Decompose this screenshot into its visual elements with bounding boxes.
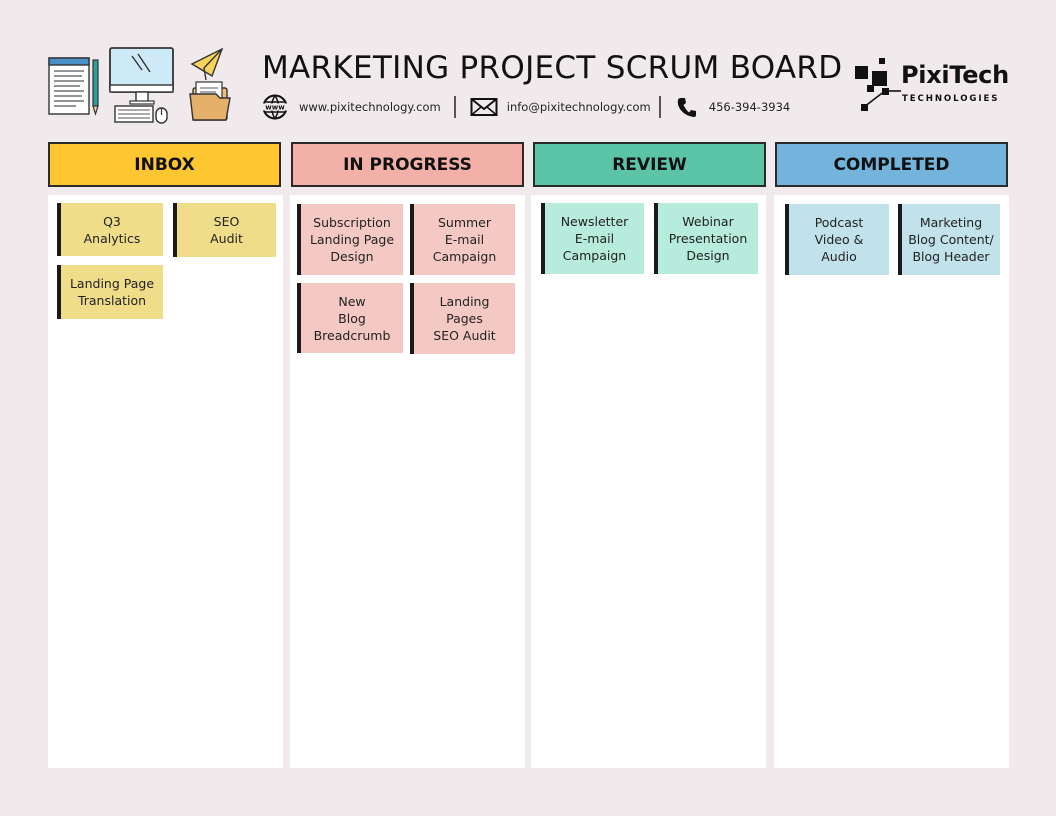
task-card[interactable]: New Blog Breadcrumb	[297, 283, 403, 353]
column-completed: Podcast Video & Audio Marketing Blog Con…	[774, 195, 1009, 768]
task-card[interactable]: Q3 Analytics	[57, 203, 163, 256]
logo-subtitle: TECHNOLOGIES	[902, 94, 1000, 104]
divider	[658, 96, 661, 118]
folder-icon	[189, 81, 231, 121]
pixitech-logo: PixiTech TECHNOLOGIES	[855, 56, 1010, 114]
phone-number[interactable]: 456-394-3934	[708, 100, 791, 114]
task-card[interactable]: Summer E-mail Campaign	[410, 204, 515, 275]
column-header-completed[interactable]: COMPLETED	[775, 142, 1008, 187]
task-card[interactable]: Podcast Video & Audio	[785, 204, 889, 275]
task-card[interactable]: Subscription Landing Page Design	[297, 204, 403, 275]
svg-text:www: www	[265, 104, 285, 112]
logo-name: PixiTech	[901, 61, 1009, 89]
email-contact: info@pixitechnology.com	[470, 97, 651, 117]
column-in-progress: Subscription Landing Page Design Summer …	[290, 195, 525, 768]
column-header-in-progress[interactable]: IN PROGRESS	[291, 142, 524, 187]
column-header-review[interactable]: REVIEW	[533, 142, 766, 187]
task-card[interactable]: Webinar Presentation Design	[654, 203, 758, 274]
page-title: MARKETING PROJECT SCRUM BOARD	[262, 50, 843, 86]
contact-bar: www www.pixitechnology.com info@pixitech…	[261, 94, 790, 120]
office-illustration	[48, 47, 231, 124]
column-header-inbox[interactable]: INBOX	[48, 142, 281, 187]
phone-icon	[677, 98, 696, 117]
envelope-icon	[470, 98, 498, 116]
globe-icon: www	[262, 94, 288, 120]
computer-icon	[109, 47, 174, 124]
paper-plane-icon	[190, 47, 224, 81]
website-link[interactable]: www.pixitechnology.com	[299, 100, 441, 114]
task-card[interactable]: SEO Audit	[173, 203, 276, 257]
divider	[453, 96, 456, 118]
pencil-icon	[92, 59, 99, 117]
website-contact: www www.pixitechnology.com	[261, 94, 441, 120]
task-card[interactable]: Newsletter E-mail Campaign	[541, 203, 644, 274]
task-card[interactable]: Landing Page Translation	[57, 265, 163, 319]
task-card[interactable]: Marketing Blog Content/ Blog Header	[898, 204, 1000, 275]
column-inbox: Q3 Analytics SEO Audit Landing Page Tran…	[48, 195, 283, 768]
pixel-logo-icon	[855, 58, 901, 111]
phone-contact: 456-394-3934	[676, 96, 790, 118]
document-icon	[48, 57, 90, 115]
column-review: Newsletter E-mail Campaign Webinar Prese…	[531, 195, 766, 768]
task-card[interactable]: Landing Pages SEO Audit	[410, 283, 515, 354]
email-link[interactable]: info@pixitechnology.com	[506, 100, 651, 114]
